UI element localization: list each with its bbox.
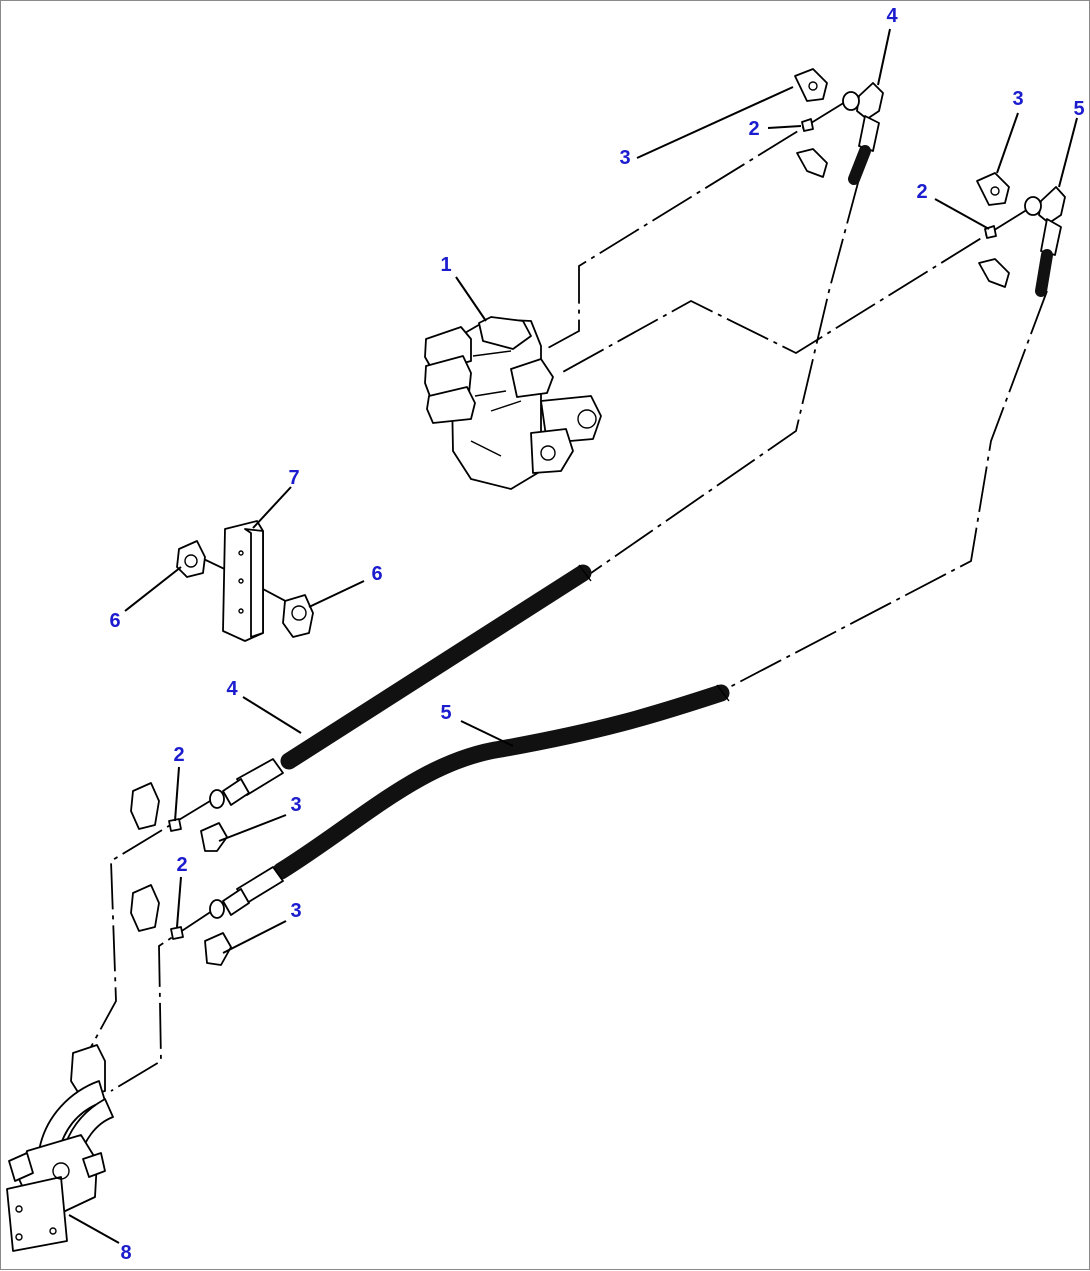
callout-leaders (68, 28, 1078, 1244)
clamp-left (176, 540, 206, 578)
callout-3-upper-left: 3 (619, 147, 630, 169)
mounting-bracket (222, 520, 264, 642)
callout-7: 7 (288, 467, 299, 489)
control-valve (424, 316, 602, 490)
callout-3-upper-right: 3 (1012, 88, 1023, 110)
hose-5 (209, 684, 730, 919)
callout-2-upper-right: 2 (916, 181, 927, 203)
callout-8: 8 (120, 1242, 131, 1264)
callout-6-right: 6 (371, 563, 382, 585)
callout-2-upper-left: 2 (748, 118, 759, 140)
hose-4 (209, 564, 592, 809)
upper-elbow-fitting-5 (976, 172, 1066, 297)
callout-4-upper: 4 (886, 5, 898, 27)
callout-5-hose: 5 (440, 702, 451, 724)
callout-6-left: 6 (109, 610, 120, 632)
callout-3-lower-bottom: 3 (290, 900, 301, 922)
callout-2-lower-upper: 2 (173, 744, 184, 766)
swivel-assembly (6, 1044, 114, 1252)
clamp-right (282, 594, 314, 638)
callout-numbers: 1 2 2 2 2 3 3 3 3 4 4 5 5 6 6 7 8 (109, 5, 1084, 1264)
callout-3-lower-upper: 3 (290, 794, 301, 816)
callout-5-upper: 5 (1073, 98, 1084, 120)
callout-1: 1 (440, 254, 451, 276)
lower-fitting-hardware (130, 782, 232, 966)
callout-4-hose: 4 (226, 678, 238, 700)
upper-elbow-fitting-4 (794, 68, 884, 185)
callout-2-lower-bottom: 2 (176, 854, 187, 876)
